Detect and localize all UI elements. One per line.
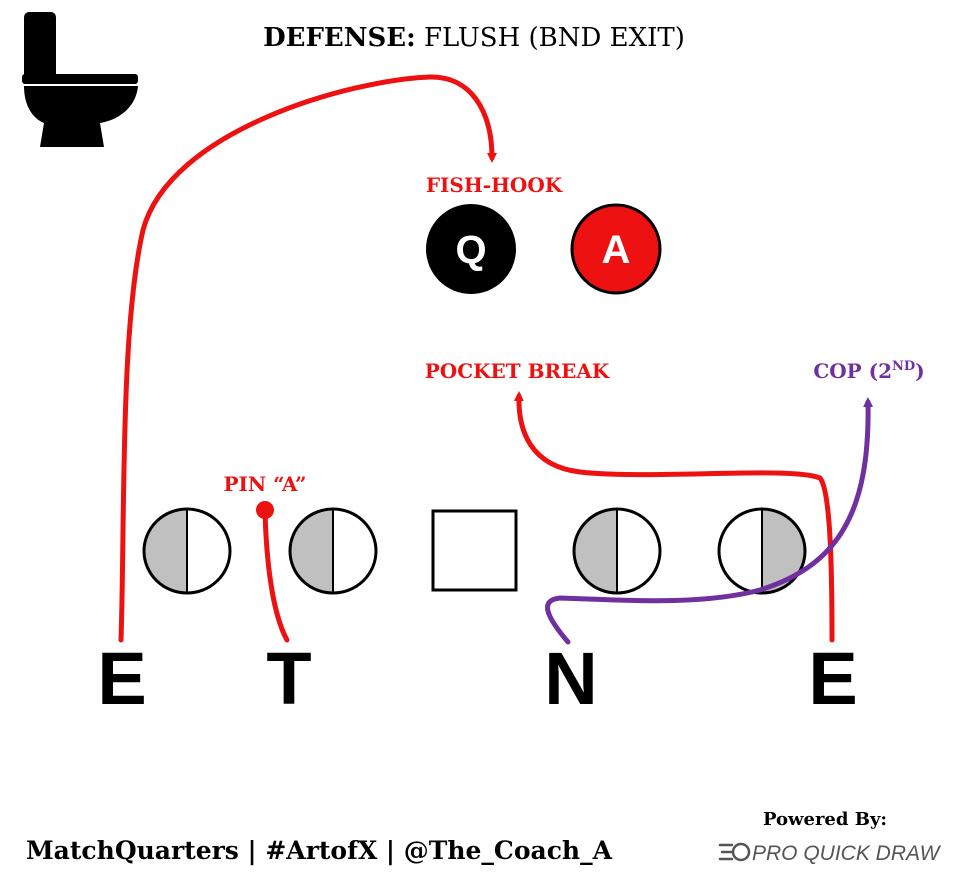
- back-a-circle: [570, 203, 662, 295]
- title-bold: DEFENSE:: [263, 23, 416, 53]
- back-q-letter: Q: [455, 228, 486, 272]
- defender-e-left: E: [97, 637, 146, 720]
- offensive-line: [142, 507, 807, 595]
- speed-icon: [718, 842, 751, 862]
- title-rest: FLUSH (BND EXIT): [416, 23, 685, 53]
- cop-label-sup: ND: [892, 359, 915, 374]
- back-a: A: [570, 203, 662, 295]
- toilet-icon: [22, 12, 138, 147]
- cop-route: [545, 397, 874, 645]
- center-square: [431, 509, 518, 592]
- pin-label: PIN “A”: [223, 472, 306, 496]
- cop-label-close: ): [915, 359, 924, 383]
- cop-label-main: COP (2: [813, 359, 892, 383]
- back-q: Q: [426, 204, 516, 294]
- lineman-4: [572, 507, 662, 595]
- pro-quick-draw-logo: PRO QUICK DRAW: [718, 842, 942, 865]
- back-a-letter: A: [602, 228, 631, 272]
- fish-hook-label: FISH-HOOK: [426, 173, 563, 197]
- defender-t: T: [266, 637, 311, 720]
- defender-n: N: [544, 637, 597, 720]
- diagram-title: DEFENSE: FLUSH (BND EXIT): [263, 23, 685, 53]
- defender-e-right: E: [808, 637, 857, 720]
- lineman-1: [142, 507, 232, 595]
- pin-route: [262, 509, 290, 643]
- pin-dot: [256, 501, 274, 519]
- cop-label: COP (2ND): [813, 359, 924, 383]
- pocket-break-route: [513, 391, 835, 643]
- lineman-2: [288, 507, 378, 595]
- brand-name: PRO QUICK DRAW: [752, 842, 942, 865]
- pocket-break-label: POCKET BREAK: [425, 359, 610, 383]
- fish-hook-route: [118, 74, 497, 643]
- lineman-5: [717, 507, 807, 595]
- back-q-circle: [426, 204, 516, 294]
- powered-by-label: Powered By:: [763, 809, 887, 830]
- footer-credits: MatchQuarters | #ArtofX | @The_Coach_A: [26, 836, 613, 865]
